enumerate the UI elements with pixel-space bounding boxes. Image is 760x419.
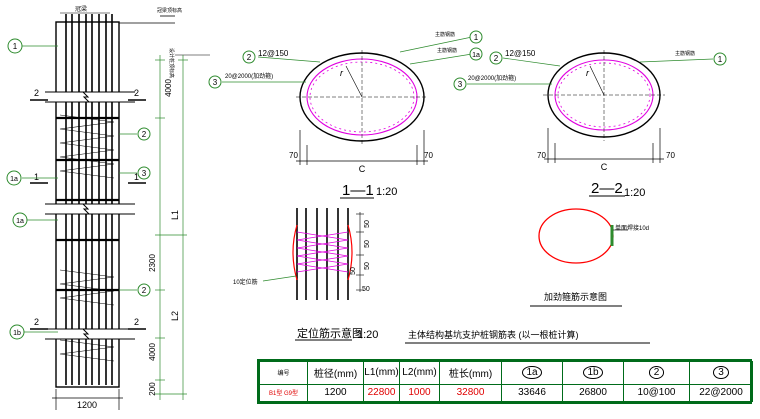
sec11-dim-right: 70 [424, 151, 433, 160]
sec22-dim-right: 70 [666, 151, 675, 160]
svg-text:3: 3 [458, 80, 463, 89]
callout-1a-2: 1a [16, 218, 24, 225]
dim-L1: L1 [170, 210, 180, 220]
sec22-radius: r [586, 68, 590, 78]
sec22-scale: 1:20 [624, 187, 645, 199]
pile-elevation: 2 2 1 1 2 2 冠梁 冠梁顶标高 设计桩顶标高 1 1a 1a 1b [6, 5, 210, 410]
table-row: B1型 G9型 1200 22800 1000 32800 33646 2680… [259, 383, 753, 403]
top-beam-label: 冠梁 [75, 5, 87, 13]
dim-4000-lower: 4000 [148, 343, 157, 361]
callouts-left: 1 1a 1a 1b [6, 38, 58, 340]
rebar-table: 编号 桩径(mm) L1(mm) L2(mm) 桩长(mm) 1a 1b 2 3… [257, 359, 753, 404]
section-mark-2a: 2 [34, 88, 39, 98]
callout-1-circle [7, 38, 23, 54]
sec22-rebar-3: 20@2000(加劲箍) [468, 74, 516, 82]
callout-3: 3 [142, 169, 147, 178]
section-mark-2b: 2 [134, 88, 139, 98]
callout-2-lower: 2 [142, 286, 147, 295]
positioning-detail: 50 50 50 50 50 10定位筋 定位筋示意图 1:20 [233, 208, 378, 341]
pos-dim-3: 50 [364, 262, 371, 270]
sec22-rebar-2: 12@150 [505, 49, 536, 58]
section-2-2: r 2 12@150 3 20@2000(加劲箍) 1 主筋钢筋 70 70 C… [453, 49, 727, 199]
th-3: 3 [689, 361, 753, 385]
th-L2: L2(mm) [399, 361, 440, 385]
dim-L2: L2 [170, 311, 180, 321]
callout-2-upper: 2 [142, 130, 147, 139]
td-1a: 33646 [501, 383, 563, 403]
callout-1b: 1b [13, 330, 21, 337]
callout-1b-circle [9, 324, 25, 340]
pos-note: 10定位筋 [233, 278, 258, 286]
hoop-title: 加劲箍筋示意图 [544, 291, 607, 302]
sec11-note-1: 主筋钢筋 [435, 31, 455, 38]
sec11-radius: r [340, 68, 344, 78]
sec11-dim-c: C [359, 164, 366, 174]
table-title: 主体结构基坑支护桩钢筋表 (以一根桩计算) [408, 329, 579, 340]
hoop-weld-note: 单面焊接10d [615, 224, 649, 232]
sec22-dim-c: C [601, 162, 608, 172]
vertical-dims [155, 55, 188, 400]
th-length: 桩长(mm) [439, 361, 502, 385]
dim-200: 200 [148, 382, 157, 396]
td-length: 32800 [439, 383, 502, 403]
sec11-rebar-2: 12@150 [258, 49, 289, 58]
stiffener-hoop-detail: 单面焊接10d 加劲箍筋示意图 [530, 208, 649, 307]
note-pile-top: 设计桩顶标高 [168, 48, 175, 78]
pos-title: 定位筋示意图 [297, 326, 363, 340]
section-mark-1a: 1 [34, 172, 39, 182]
th-L1: L1(mm) [363, 361, 400, 385]
note-beam-top: 冠梁顶标高 [157, 7, 182, 14]
callouts-right: 2 3 2 [119, 127, 151, 297]
sec22-note: 主筋钢筋 [675, 50, 695, 57]
th-id: 编号 [259, 361, 308, 385]
td-1b: 26800 [562, 383, 624, 403]
section-mark-1b: 1 [134, 172, 139, 182]
dim-1200: 1200 [77, 400, 97, 410]
pos-dim-1: 50 [364, 220, 371, 228]
bottom-width-dim [52, 389, 123, 410]
callout-1a: 1a [10, 176, 18, 183]
section-cut-marks [30, 99, 146, 330]
td-id: B1型 G9型 [259, 383, 308, 403]
pos-dim-5: 50 [362, 286, 370, 293]
break-marks [45, 91, 135, 340]
td-L1: 22800 [363, 383, 400, 403]
dim-4000-upper: 4000 [164, 79, 173, 97]
section-1-1: r 2 12@150 3 20@2000(加劲箍) 1 1a 主筋钢筋 主筋钢筋… [208, 30, 483, 199]
sec11-scale: 1:20 [376, 186, 397, 198]
table-header-row: 编号 桩径(mm) L1(mm) L2(mm) 桩长(mm) 1a 1b 2 3 [259, 361, 753, 385]
sec22-callout-1: 1 [718, 55, 723, 64]
svg-text:3: 3 [213, 78, 218, 87]
spiral-stirrups [59, 114, 115, 362]
callout-1: 1 [13, 42, 18, 51]
section-mark-2d: 2 [134, 317, 139, 327]
sec11-title: 1—1 [342, 182, 374, 199]
sec11-dim-left: 70 [289, 151, 298, 160]
pos-dim-2: 50 [364, 240, 371, 248]
th-1a: 1a [501, 361, 563, 385]
sec11-rebar-3: 20@2000(加劲箍) [225, 72, 273, 80]
th-1b: 1b [562, 361, 624, 385]
td-3: 22@2000 [689, 383, 753, 403]
pos-dim-4: 50 [350, 267, 357, 275]
section-mark-2c: 2 [34, 317, 39, 327]
pos-scale: 1:20 [357, 329, 378, 341]
td-2: 10@100 [623, 383, 690, 403]
sec11-callout-1a: 1a [472, 52, 480, 59]
sec11-note-2: 主筋钢筋 [437, 47, 457, 54]
svg-text:2: 2 [247, 53, 252, 62]
sec11-callout-1: 1 [474, 33, 479, 42]
td-L2: 1000 [399, 383, 440, 403]
sec22-dim-left: 70 [537, 151, 546, 160]
th-2: 2 [623, 361, 690, 385]
td-diameter: 1200 [307, 383, 364, 403]
dim-2300: 2300 [148, 254, 157, 272]
sec22-title: 2—2 [591, 180, 623, 197]
svg-text:2: 2 [494, 54, 499, 63]
callout-1a-circle [6, 170, 22, 186]
th-diameter: 桩径(mm) [307, 361, 364, 385]
callout-1a-2-circle [12, 212, 28, 228]
